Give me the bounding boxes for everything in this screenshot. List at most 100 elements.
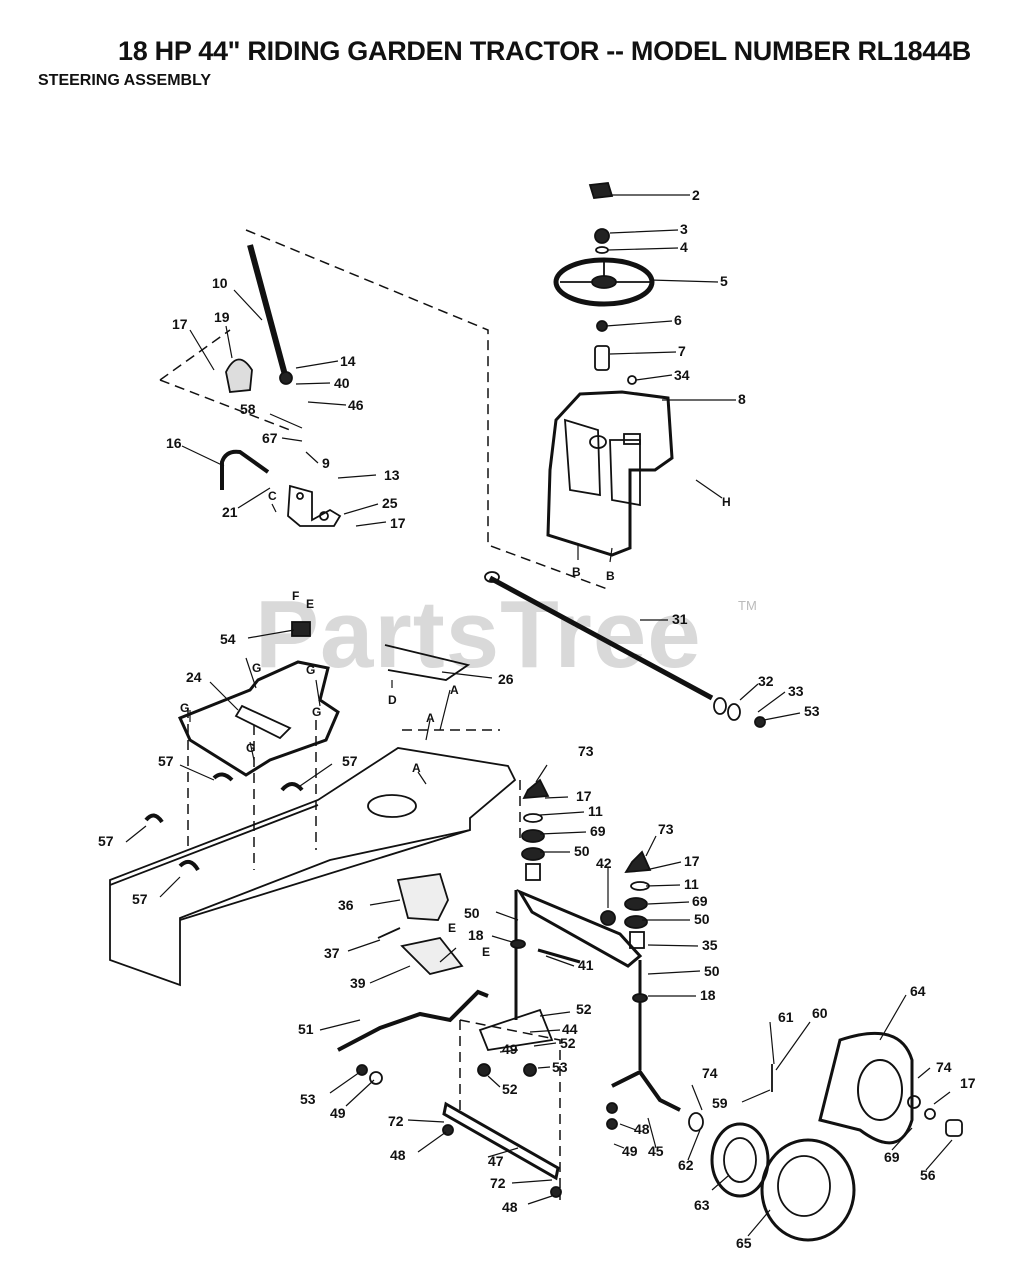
callout-part-73: 73 bbox=[658, 821, 674, 837]
reference-letter-A: A bbox=[450, 683, 459, 697]
callout-part-49: 49 bbox=[502, 1041, 518, 1057]
part-45-spindle bbox=[611, 1069, 681, 1112]
reference-letter-H: H bbox=[722, 495, 731, 509]
callout-part-17: 17 bbox=[684, 853, 700, 869]
callout-part-46: 46 bbox=[348, 397, 364, 413]
part-32-washer bbox=[713, 697, 727, 715]
part-73-cap-left bbox=[522, 778, 550, 800]
part-35-axle bbox=[516, 888, 643, 968]
callout-part-63: 63 bbox=[694, 1197, 710, 1213]
callout-part-52: 52 bbox=[576, 1001, 592, 1017]
callout-part-34: 34 bbox=[674, 367, 690, 383]
callout-part-7: 7 bbox=[678, 343, 686, 359]
reference-letter-A: A bbox=[412, 761, 421, 775]
callout-part-53: 53 bbox=[300, 1091, 316, 1107]
reference-letter-E: E bbox=[482, 945, 490, 959]
callout-part-10: 10 bbox=[212, 275, 228, 291]
callout-part-57: 57 bbox=[98, 833, 114, 849]
part-44-steering-arm bbox=[478, 1008, 554, 1051]
part-56-cap bbox=[945, 1119, 963, 1137]
callout-part-32: 32 bbox=[758, 673, 774, 689]
callout-part-42: 42 bbox=[596, 855, 612, 871]
callout-part-59: 59 bbox=[712, 1095, 728, 1111]
part-8-dash-housing bbox=[546, 390, 674, 557]
part-10-drag-link bbox=[247, 244, 288, 376]
reference-letter-G: G bbox=[246, 741, 255, 755]
reference-letter-B: B bbox=[606, 569, 615, 583]
part-5-steering-wheel bbox=[553, 257, 655, 307]
reference-letter-E: E bbox=[448, 921, 456, 935]
watermark: PartsTree bbox=[255, 581, 702, 688]
page-subtitle: STEERING ASSEMBLY bbox=[38, 72, 212, 89]
callout-part-50: 50 bbox=[574, 843, 590, 859]
callout-part-18: 18 bbox=[700, 987, 716, 1003]
frame bbox=[109, 747, 517, 987]
callout-part-48: 48 bbox=[502, 1199, 518, 1215]
callout-part-19: 19 bbox=[214, 309, 230, 325]
callout-part-62: 62 bbox=[678, 1157, 694, 1173]
callout-part-61: 61 bbox=[778, 1009, 794, 1025]
callout-part-17: 17 bbox=[390, 515, 406, 531]
callout-part-39: 39 bbox=[350, 975, 366, 991]
part-64-tire bbox=[818, 1031, 914, 1145]
callout-part-36: 36 bbox=[338, 897, 354, 913]
reference-letter-E: E bbox=[306, 597, 314, 611]
reference-letter-B: B bbox=[572, 565, 581, 579]
part-47-tie-bar bbox=[442, 1101, 560, 1181]
watermark-trademark: TM bbox=[738, 598, 757, 613]
callout-part-74: 74 bbox=[702, 1065, 718, 1081]
callout-part-6: 6 bbox=[674, 312, 682, 328]
callout-part-57: 57 bbox=[342, 753, 358, 769]
part-6-bushing bbox=[596, 320, 608, 332]
callout-part-48: 48 bbox=[634, 1121, 650, 1137]
callout-part-60: 60 bbox=[812, 1005, 828, 1021]
callout-part-54: 54 bbox=[220, 631, 236, 647]
reference-letter-C: C bbox=[268, 489, 277, 503]
reference-letter-G: G bbox=[306, 663, 315, 677]
reference-letter-D: D bbox=[388, 693, 397, 707]
reference-letter-G: G bbox=[180, 701, 189, 715]
callout-part-9: 9 bbox=[322, 455, 330, 471]
callout-part-56: 56 bbox=[920, 1167, 936, 1183]
callout-part-35: 35 bbox=[702, 937, 718, 953]
callout-part-11: 11 bbox=[588, 803, 603, 819]
callout-part-47: 47 bbox=[488, 1153, 504, 1169]
callout-part-52: 52 bbox=[502, 1081, 518, 1097]
part-19-bracket bbox=[225, 358, 253, 393]
callout-part-53: 53 bbox=[804, 703, 820, 719]
callout-part-37: 37 bbox=[324, 945, 340, 961]
callout-part-49: 49 bbox=[330, 1105, 346, 1121]
callout-part-72: 72 bbox=[490, 1175, 506, 1191]
part-62-washer bbox=[688, 1112, 704, 1132]
callout-part-13: 13 bbox=[384, 467, 400, 483]
part-24-plate bbox=[177, 660, 340, 777]
callout-part-18: 18 bbox=[468, 927, 484, 943]
callout-part-73: 73 bbox=[578, 743, 594, 759]
callout-part-8: 8 bbox=[738, 391, 746, 407]
callout-part-40: 40 bbox=[334, 375, 350, 391]
page-title: 18 HP 44" RIDING GARDEN TRACTOR -- MODEL… bbox=[118, 36, 971, 66]
part-26-bracket bbox=[384, 644, 471, 681]
part-7-sleeve bbox=[594, 345, 610, 371]
part-39-bracket bbox=[400, 937, 464, 975]
callout-part-69: 69 bbox=[692, 893, 708, 909]
callout-part-21: 21 bbox=[222, 504, 238, 520]
callout-part-24: 24 bbox=[186, 669, 202, 685]
reference-letter-F: F bbox=[292, 589, 299, 603]
callout-part-51: 51 bbox=[298, 1021, 314, 1037]
callout-part-57: 57 bbox=[132, 891, 148, 907]
reference-letter-G: G bbox=[252, 661, 261, 675]
callout-part-65: 65 bbox=[736, 1235, 752, 1251]
part-37-bolt bbox=[377, 927, 401, 939]
part-63-hub bbox=[710, 1122, 770, 1198]
part-13-plate bbox=[287, 484, 342, 527]
callout-part-2: 2 bbox=[692, 187, 700, 203]
callout-part-52: 52 bbox=[560, 1035, 576, 1051]
callout-part-49: 49 bbox=[622, 1143, 638, 1159]
part-73-cap-right bbox=[624, 850, 652, 874]
reference-letter-G: G bbox=[312, 705, 321, 719]
part-53-nut bbox=[754, 716, 766, 728]
callout-part-17: 17 bbox=[576, 788, 592, 804]
callout-part-58: 58 bbox=[240, 401, 256, 417]
